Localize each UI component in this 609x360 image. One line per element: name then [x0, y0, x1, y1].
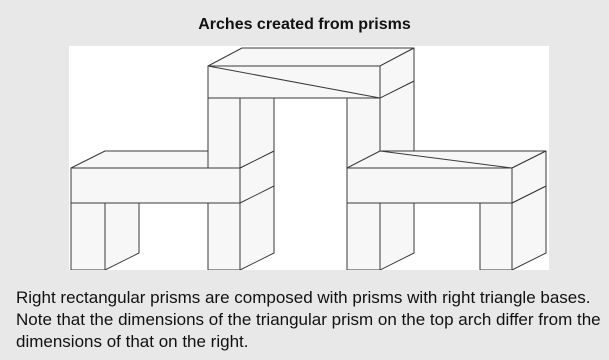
- top-arch-right-pillar: [346, 80, 415, 169]
- top-triangular-prism-diagonal: [207, 65, 381, 99]
- left-arch-right-pillar: [207, 182, 275, 270]
- top-arch-left-pillar: [207, 80, 275, 169]
- top-beam-side-face: [379, 47, 415, 99]
- top-arch-beam: [207, 47, 415, 99]
- left-beam-front-face: [70, 167, 241, 204]
- right-arch-beam: [346, 150, 547, 204]
- top-beam-top-face: [207, 47, 415, 67]
- right-arch-left-pillar: [346, 182, 415, 270]
- figure-caption: Right rectangular prisms are composed wi…: [16, 288, 601, 351]
- arches-figure: [69, 46, 549, 270]
- left-arch-left-pillar: [70, 202, 106, 270]
- top-arch-right-pillar-front: [346, 81, 415, 168]
- arches-diagram: [70, 47, 547, 270]
- right-triangular-prism-diagonal: [379, 150, 513, 169]
- right-beam-side-face: [511, 150, 547, 204]
- right-beam-front-face: [346, 167, 513, 204]
- figure-title: Arches created from prisms: [198, 16, 411, 33]
- right-arch-right-pillar: [479, 202, 513, 270]
